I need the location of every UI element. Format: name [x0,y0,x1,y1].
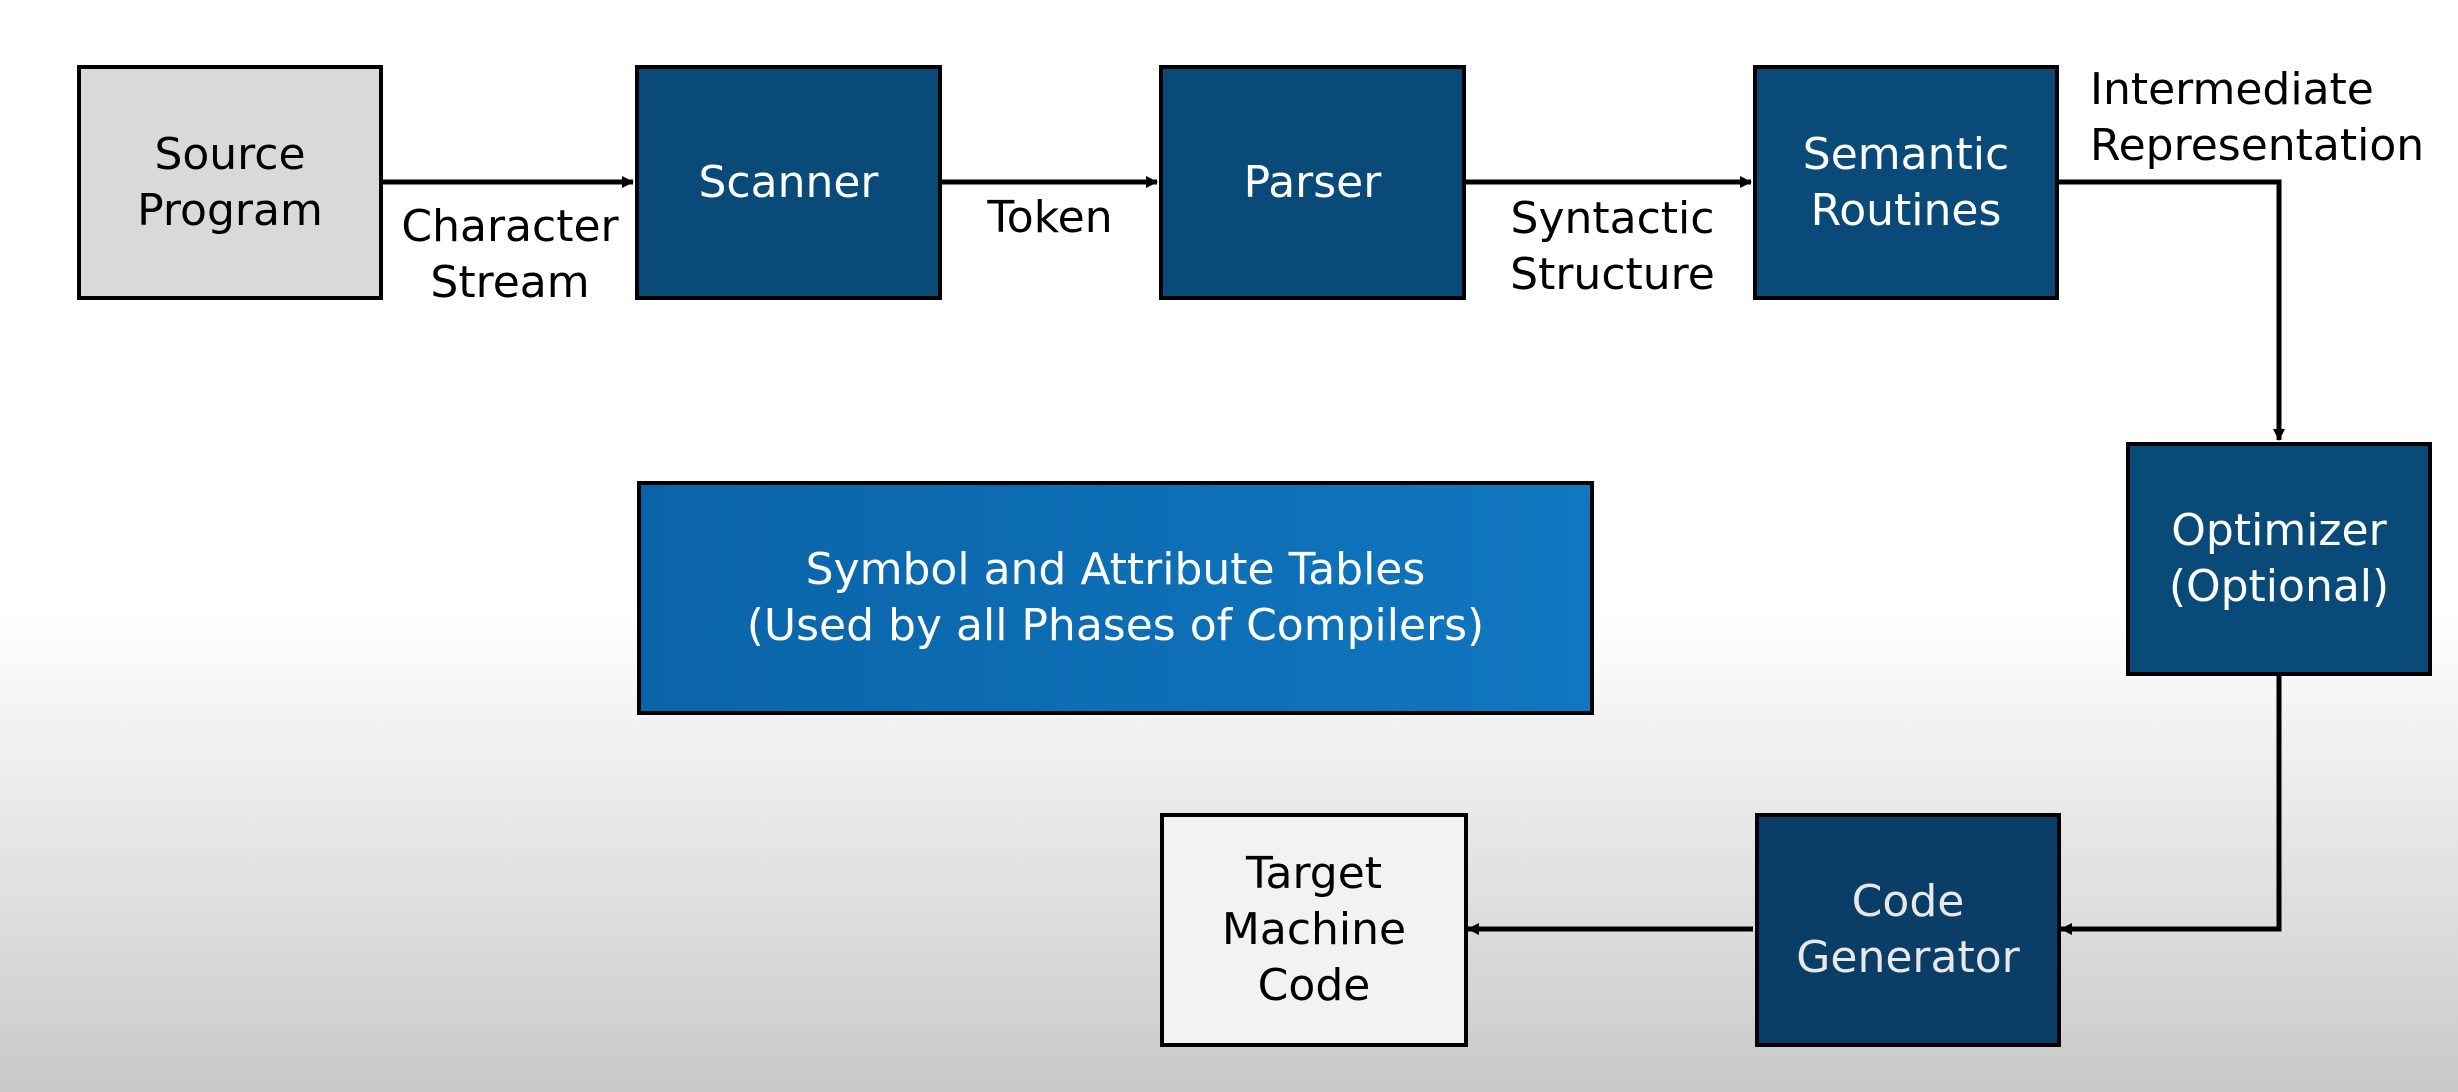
code-generator-box: Code Generator [1755,813,2061,1047]
parser-label: Parser [1243,156,1382,208]
code-generator-label: Code Generator [1796,876,2020,983]
scanner-box: Scanner [635,65,942,300]
source-program-label: Source Program [137,128,323,236]
symbol-attribute-tables-box: Symbol and Attribute Tables (Used by all… [637,481,1594,715]
symbol-attribute-tables-label: Symbol and Attribute Tables (Used by all… [746,544,1485,651]
parser-box: Parser [1159,65,1466,300]
semantic-routines-label: Semantic Routines [1802,128,2010,236]
edge-label-character-stream: Character Stream [401,201,619,308]
semantic-routines-box: Semantic Routines [1753,65,2059,300]
arrow-optimizer-to-codegen [2060,676,2282,935]
edge-label-syntactic-structure: Syntactic Structure [1510,193,1715,300]
source-program-box: Source Program [77,65,383,300]
edge-label-intermediate-representation: Intermediate Representation [2090,64,2425,171]
target-machine-code-box: Target Machine Code [1160,813,1468,1047]
arrow-semantic-to-optimizer [2059,179,2285,441]
optimizer-box: Optimizer (Optional) [2126,442,2432,676]
edge-label-token: Token [987,192,1113,243]
target-machine-code-label: Target Machine Code [1221,848,1407,1011]
scanner-label: Scanner [698,156,879,208]
optimizer-label: Optimizer (Optional) [2168,505,2390,612]
